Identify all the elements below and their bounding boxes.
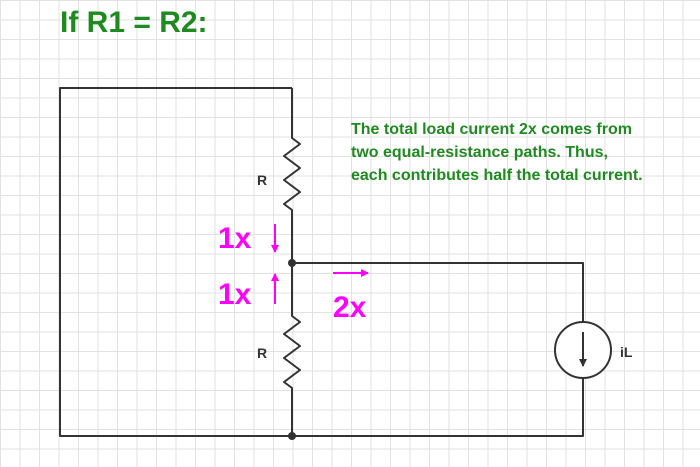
lower-current-label: 1x — [218, 278, 252, 311]
upper-resistor-symbol — [283, 88, 301, 263]
total-current-label: 2x — [333, 291, 367, 324]
lower-resistor-label: R — [257, 345, 267, 361]
note-line-3: each contributes half the total current. — [351, 167, 643, 184]
page-title: If R1 = R2: — [60, 6, 208, 39]
explanation-note: The total load current 2x comes from two… — [351, 118, 696, 187]
left-loop-wire — [59, 87, 292, 437]
upper-current-label: 1x — [218, 222, 252, 255]
load-current-label: iL — [620, 344, 633, 360]
junction-node-bottom — [288, 432, 296, 440]
junction-node-middle — [288, 259, 296, 267]
note-line-2: two equal-resistance paths. Thus, — [351, 144, 608, 161]
lower-resistor-symbol — [283, 263, 301, 436]
upper-resistor-label: R — [257, 172, 267, 188]
load-branch-wire — [292, 262, 584, 322]
note-line-1: The total load current 2x comes from — [351, 121, 632, 138]
load-return-wire — [292, 378, 584, 437]
